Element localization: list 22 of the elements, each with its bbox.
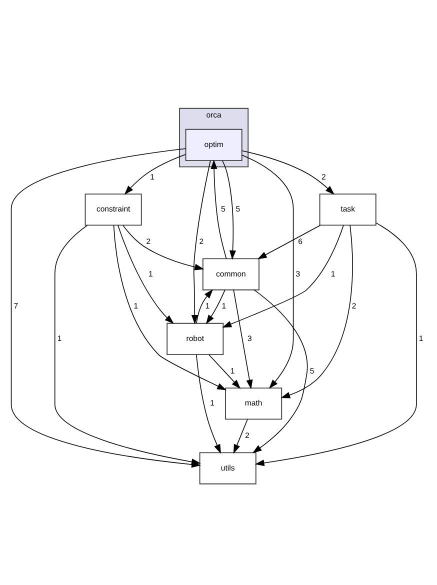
edge-label: 3 xyxy=(248,333,252,342)
edge-label: 6 xyxy=(298,236,302,246)
edge-label: 5 xyxy=(310,366,314,375)
edge-label: 1 xyxy=(418,333,424,342)
edge-label: 1 xyxy=(57,333,62,342)
edge-label: 5 xyxy=(236,204,240,214)
edge-label: 7 xyxy=(14,301,18,310)
edge-label: 2 xyxy=(352,301,356,310)
edge-label: 1 xyxy=(230,366,235,375)
edge-label: 1 xyxy=(150,172,154,181)
edge-label: 1 xyxy=(134,301,138,310)
edge-label: 1 xyxy=(210,398,214,408)
edge-label: 1 xyxy=(148,268,153,278)
edge-label: 1 xyxy=(330,268,336,278)
edge-label: 1 xyxy=(205,301,210,310)
edge-label: 2 xyxy=(322,172,326,181)
edge-label: 1 xyxy=(222,301,226,310)
edge-label: 2 xyxy=(146,236,151,246)
edge-label: 2 xyxy=(199,236,204,246)
edge-label: 5 xyxy=(221,204,226,214)
edge-label: 3 xyxy=(296,268,300,278)
edge-label: 2 xyxy=(245,430,250,440)
